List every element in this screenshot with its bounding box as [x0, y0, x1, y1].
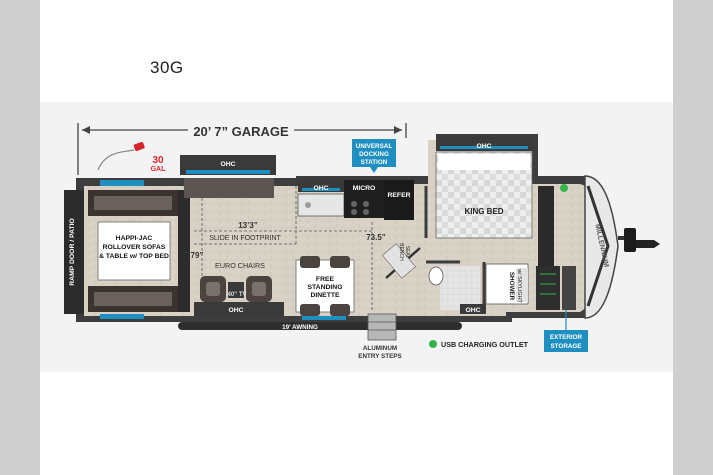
floorplan-sheet: 30G [40, 0, 673, 475]
svg-text:FREE: FREE [316, 276, 335, 283]
svg-text:DOCKING: DOCKING [359, 151, 389, 158]
svg-text:REFER: REFER [387, 192, 410, 199]
svg-text:OHC: OHC [313, 185, 328, 192]
ramp-door: RAMP DOOR / PATIO [64, 190, 84, 314]
svg-text:EURO CHAIRS: EURO CHAIRS [215, 261, 265, 270]
garage-dimension: 20’ 7” GARAGE [77, 123, 407, 175]
fuel-capacity: 30 [152, 155, 164, 166]
usb-outlet-marker [560, 184, 568, 192]
slide-footprint: SLIDE IN FOOTPRINT 13’3” EURO CHAIRS [194, 186, 372, 270]
svg-text:STANDING: STANDING [308, 284, 343, 291]
svg-text:OHC: OHC [220, 161, 235, 168]
king-bed-label: KING BED [464, 207, 503, 216]
svg-text:EXTERIOR: EXTERIOR [550, 334, 583, 341]
bedroom: OHC KING BED [435, 137, 568, 266]
svg-text:w/ SKYLIGHT: w/ SKYLIGHT [516, 268, 522, 303]
svg-text:19’ AWNING: 19’ AWNING [282, 324, 318, 331]
svg-text:HAPPI-JAC: HAPPI-JAC [116, 235, 153, 242]
exterior-storage-callout: EXTERIOR STORAGE [544, 310, 588, 352]
svg-text:OHC: OHC [228, 307, 243, 314]
rollover-sofas: HAPPI-JAC ROLLOVER SOFAS & TABLE w/ TOP … [88, 180, 190, 319]
usb-legend-label: USB CHARGING OUTLET [441, 340, 529, 349]
svg-text:STATION: STATION [361, 159, 388, 166]
svg-text:79”: 79” [191, 251, 204, 260]
free-standing-dinette: FREE STANDING DINETTE [295, 256, 355, 320]
euro-chairs: 40” TV OHC [194, 276, 284, 316]
ramp-door-label: RAMP DOOR / PATIO [69, 218, 76, 286]
model-name: 30G [150, 58, 184, 77]
svg-text:SEAT: SEAT [404, 246, 410, 259]
fuel-unit: GAL [151, 166, 167, 173]
svg-text:ALUMINUM: ALUMINUM [363, 345, 397, 352]
usb-legend-icon [429, 340, 437, 348]
svg-text:DINETTE: DINETTE [310, 292, 340, 299]
bench-seat: BENCH SEAT [382, 243, 416, 279]
svg-text:STORAGE: STORAGE [550, 343, 581, 350]
svg-text:OHC: OHC [465, 307, 480, 314]
svg-text:UNIVERSAL: UNIVERSAL [356, 143, 393, 150]
svg-text:& TABLE w/ TOP BED: & TABLE w/ TOP BED [99, 253, 169, 260]
hitch [618, 228, 660, 252]
svg-text:SHOWER: SHOWER [508, 272, 515, 301]
garage-label: 20’ 7” GARAGE [193, 124, 289, 139]
tv-label: 40” TV [227, 292, 246, 298]
bathroom: SHOWER w/ SKYLIGHT OHC [428, 263, 576, 314]
svg-text:MICRO: MICRO [353, 185, 376, 192]
svg-text:13’3”: 13’3” [238, 221, 258, 230]
svg-text:BENCH: BENCH [398, 243, 404, 261]
svg-text:ENTRY STEPS: ENTRY STEPS [358, 353, 401, 360]
entry-steps: ALUMINUM ENTRY STEPS [358, 313, 402, 360]
usb-legend: USB CHARGING OUTLET [429, 340, 529, 349]
ohc-rear-top: OHC [180, 155, 276, 198]
floorplan-drawing: 20’ 7” GARAGE 30 GAL UNIVERSAL DOCKING S… [64, 123, 660, 360]
svg-text:73.5”: 73.5” [366, 233, 386, 242]
dimension-73-5: 73.5” [366, 222, 386, 312]
svg-text:SLIDE IN FOOTPRINT: SLIDE IN FOOTPRINT [209, 235, 281, 242]
docking-station-callout: UNIVERSAL DOCKING STATION [352, 139, 396, 173]
svg-text:ROLLOVER SOFAS: ROLLOVER SOFAS [103, 244, 166, 251]
awning: 19’ AWNING [178, 322, 462, 331]
fuel-station-icon: 30 GAL [97, 141, 167, 173]
kitchen: OHC MICRO REFER [297, 180, 414, 220]
svg-text:OHC: OHC [476, 143, 491, 150]
